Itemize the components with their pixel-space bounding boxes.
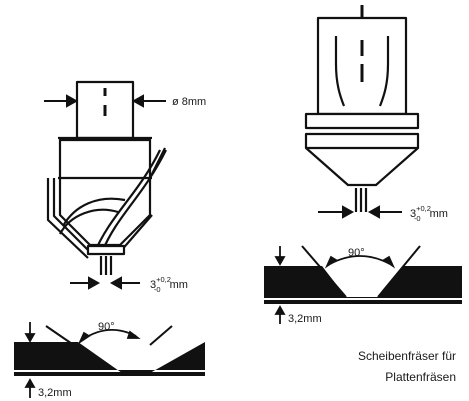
right-cutter-body <box>304 132 420 187</box>
caption-line-2: Plattenfräsen <box>385 370 456 384</box>
right-angle-label: 90° <box>348 247 365 259</box>
left-depth-label: 3,2mm <box>38 387 72 399</box>
right-depth-arrows <box>274 246 286 324</box>
left-angle-label: 90° <box>98 321 115 333</box>
right-tip-dimension <box>318 205 402 219</box>
left-angle-arc <box>77 329 141 345</box>
left-shank-dimension <box>44 94 166 108</box>
caption-line-1: Scheibenfräser für <box>358 349 456 363</box>
right-cutter-tool <box>304 5 420 212</box>
left-groove-plate <box>14 325 205 376</box>
left-cutter-tool <box>46 80 167 275</box>
right-shank <box>316 16 408 116</box>
right-angle-arc <box>324 255 396 269</box>
left-tip-dimension <box>70 276 140 290</box>
right-depth-label: 3,2mm <box>288 313 322 325</box>
left-depth-arrows <box>24 322 36 398</box>
shank-diameter-label: ø 8mm <box>172 96 206 108</box>
left-cutter-body <box>58 138 152 247</box>
right-groove-plate <box>264 245 462 304</box>
